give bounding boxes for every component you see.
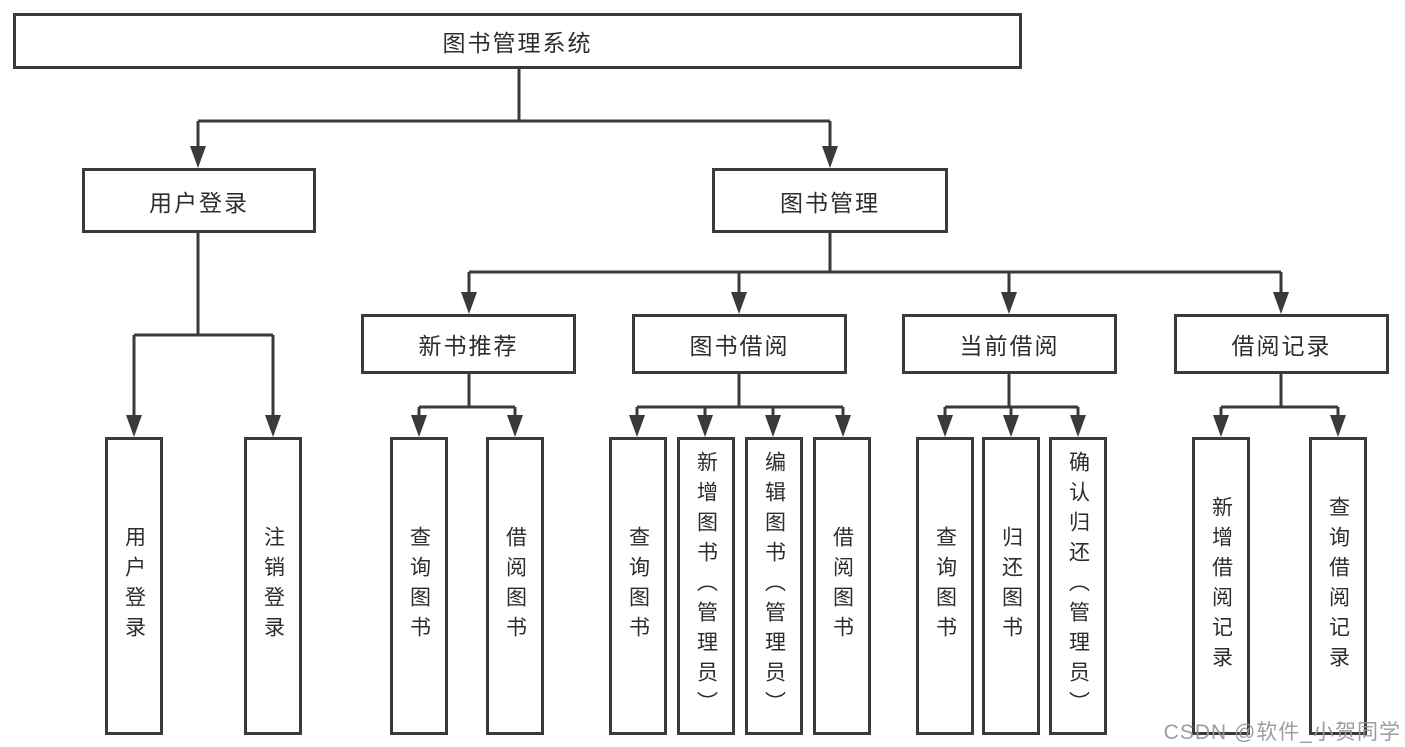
connector-user-login-to-leaves: [132, 233, 275, 418]
leaf-confirm-return-admin: 确认归还（管理员）: [1049, 437, 1107, 735]
connector-borrowing-to-leaves: [635, 374, 845, 420]
node-book-borrowing: 图书借阅: [632, 314, 847, 374]
node-book-management: 图书管理: [712, 168, 948, 233]
connector-book-management-to-level3: [467, 233, 1283, 296]
node-label: 图书管理: [780, 189, 880, 216]
leaf-label: 新增借阅记录: [1209, 496, 1233, 676]
leaf-label: 查询借阅记录: [1326, 496, 1350, 676]
arrowheads: [126, 146, 1346, 437]
node-new-book-recommendation: 新书推荐: [361, 314, 576, 374]
leaf-label: 借阅图书: [503, 526, 527, 646]
leaf-label: 查询图书: [933, 526, 957, 646]
node-label: 用户登录: [149, 189, 249, 216]
leaf-user-login: 用户登录: [105, 437, 163, 735]
node-label: 当前借阅: [959, 333, 1060, 359]
node-current-borrowing: 当前借阅: [902, 314, 1117, 374]
leaf-borrow-books-recommend: 借阅图书: [486, 437, 544, 735]
connector-current-to-leaves: [943, 374, 1080, 420]
leaf-label: 新增图书（管理员）: [694, 451, 718, 721]
leaf-label: 查询图书: [626, 526, 650, 646]
node-borrowing-records: 借阅记录: [1174, 314, 1389, 374]
leaf-label: 确认归还（管理员）: [1066, 451, 1090, 721]
leaf-borrow-books-borrowing: 借阅图书: [813, 437, 871, 735]
connector-root-to-level2: [196, 69, 832, 150]
node-library-management-system: 图书管理系统: [13, 13, 1022, 69]
leaf-label: 用户登录: [122, 526, 146, 646]
leaf-query-borrow-record: 查询借阅记录: [1309, 437, 1367, 735]
leaf-label: 编辑图书（管理员）: [762, 451, 786, 721]
connector-recommend-to-leaves: [417, 374, 517, 420]
leaf-label: 查询图书: [407, 526, 431, 646]
leaf-edit-books-admin: 编辑图书（管理员）: [745, 437, 803, 735]
node-label: 借阅记录: [1231, 333, 1332, 359]
leaf-query-books-recommend: 查询图书: [390, 437, 448, 735]
node-label: 图书管理系统: [442, 30, 593, 56]
leaf-label: 注销登录: [261, 526, 285, 646]
node-user-login: 用户登录: [82, 168, 316, 233]
leaf-label: 借阅图书: [830, 526, 854, 646]
node-label: 新书推荐: [418, 333, 519, 359]
connector-records-to-leaves: [1219, 374, 1340, 420]
leaf-query-books-current: 查询图书: [916, 437, 974, 735]
leaf-return-books: 归还图书: [982, 437, 1040, 735]
leaf-add-borrow-record: 新增借阅记录: [1192, 437, 1250, 735]
leaf-logout: 注销登录: [244, 437, 302, 735]
node-label: 图书借阅: [689, 333, 790, 359]
leaf-add-books-admin: 新增图书（管理员）: [677, 437, 735, 735]
leaf-label: 归还图书: [999, 526, 1023, 646]
leaf-query-books-borrowing: 查询图书: [609, 437, 667, 735]
watermark-text: CSDN @软件_小贺同学: [1163, 721, 1401, 744]
